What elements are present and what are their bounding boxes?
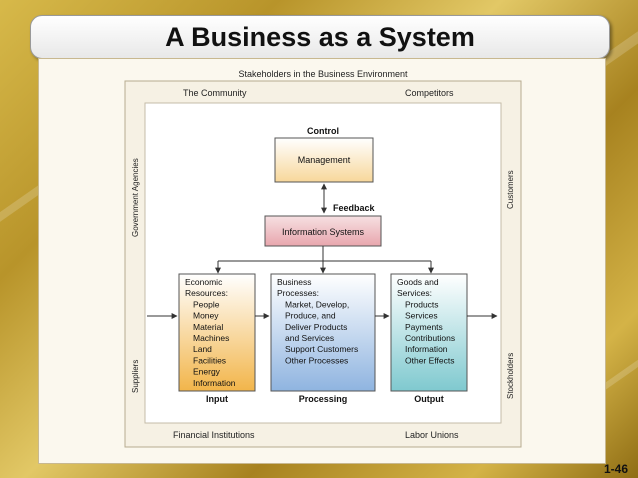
- slide-title: A Business as a System: [165, 22, 475, 52]
- input-line: Facilities: [193, 355, 226, 365]
- information-systems-box: [264, 215, 382, 247]
- processing-line: Produce, and: [285, 311, 336, 321]
- management-box: [274, 137, 374, 183]
- page-number: 1-46: [603, 462, 628, 476]
- processing-line: Other Processes: [285, 355, 348, 365]
- output-line: Products: [405, 299, 439, 309]
- information-systems-label: Information Systems: [282, 227, 365, 237]
- input-line: Information: [193, 378, 236, 388]
- input-line: Material: [193, 322, 223, 332]
- input-line: Land: [193, 344, 212, 354]
- management-label: Management: [298, 155, 351, 165]
- stakeholder-customers: Customers: [506, 170, 515, 209]
- processing-line: Business: [277, 277, 312, 287]
- input-label: Input: [206, 394, 228, 404]
- processing-box: [270, 273, 376, 392]
- input-text-lines: EconomicResources:PeopleMoneyMaterialMac…: [185, 277, 236, 388]
- input-line: Machines: [193, 333, 229, 343]
- control-label: Control: [307, 126, 339, 136]
- output-line: Services: [405, 311, 438, 321]
- input-line: People: [193, 299, 220, 309]
- stakeholder-stockholders: Stockholders: [506, 353, 515, 399]
- output-line: Information: [405, 344, 448, 354]
- system-diagram: Stakeholders in the Business Environment…: [124, 69, 522, 448]
- output-line: Services:: [397, 288, 432, 298]
- output-box: [390, 273, 468, 392]
- processing-line: Support Customers: [285, 344, 358, 354]
- processing-line: Processes:: [277, 288, 319, 298]
- output-label: Output: [414, 394, 444, 404]
- processing-line: Deliver Products: [285, 322, 347, 332]
- stakeholder-labor: Labor Unions: [405, 430, 459, 440]
- output-text-lines: Goods andServices:ProductsServicesPaymen…: [397, 277, 455, 365]
- output-line: Other Effects: [405, 355, 454, 365]
- output-line: Contributions: [405, 333, 455, 343]
- stakeholder-suppliers: Suppliers: [131, 360, 140, 393]
- stakeholder-government: Government Agencies: [131, 158, 140, 237]
- stakeholder-financial: Financial Institutions: [173, 430, 255, 440]
- stakeholder-community: The Community: [183, 88, 247, 98]
- diagram-panel: Stakeholders in the Business Environment…: [38, 58, 606, 464]
- input-box: [178, 273, 256, 392]
- input-line: Money: [193, 311, 219, 321]
- processing-label: Processing: [299, 394, 348, 404]
- output-line: Payments: [405, 322, 443, 332]
- input-line: Energy: [193, 367, 221, 377]
- title-bar: A Business as a System: [30, 15, 610, 59]
- processing-line: Market, Develop,: [285, 299, 349, 309]
- output-line: Goods and: [397, 277, 439, 287]
- processing-line: and Services: [285, 333, 334, 343]
- input-line: Economic: [185, 277, 223, 287]
- feedback-label: Feedback: [333, 203, 376, 213]
- stakeholder-competitors: Competitors: [405, 88, 454, 98]
- input-line: Resources:: [185, 288, 228, 298]
- stakeholders-label: Stakeholders in the Business Environment: [238, 69, 408, 79]
